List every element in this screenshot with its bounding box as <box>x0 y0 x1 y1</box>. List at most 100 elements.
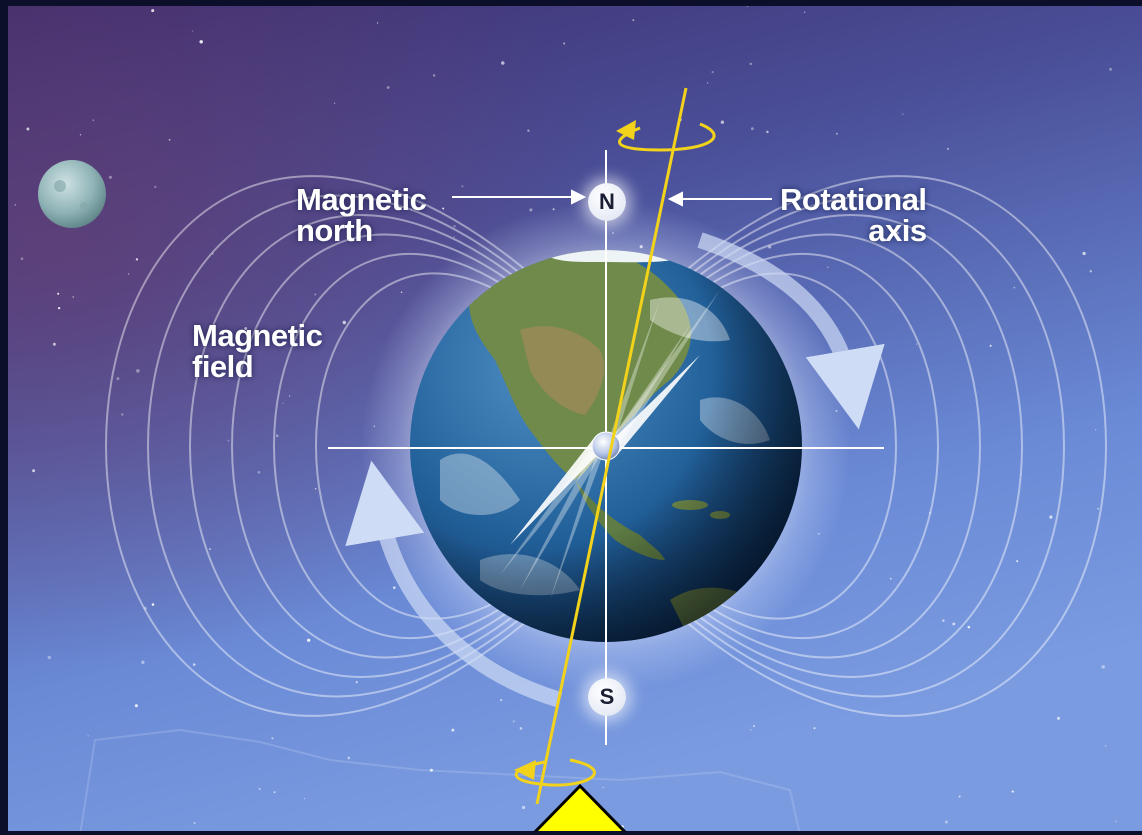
star <box>1109 67 1113 71</box>
star <box>393 586 396 589</box>
star <box>942 619 945 622</box>
star <box>1114 820 1117 823</box>
star <box>766 130 769 134</box>
star <box>168 138 171 141</box>
star <box>915 343 918 345</box>
star <box>116 377 120 381</box>
star <box>632 19 635 22</box>
star <box>889 577 892 580</box>
star <box>154 185 157 189</box>
star <box>136 369 140 373</box>
star <box>14 204 17 206</box>
star <box>813 727 816 730</box>
star <box>563 42 566 45</box>
star <box>193 821 196 825</box>
star <box>746 5 749 8</box>
star <box>258 787 261 791</box>
north-pole-marker: N <box>588 183 626 221</box>
star <box>442 207 445 210</box>
moon-icon <box>38 160 106 228</box>
star <box>749 62 752 66</box>
star <box>1013 286 1016 289</box>
star <box>1101 665 1105 669</box>
cursor-arrow <box>529 783 631 835</box>
star <box>453 236 455 238</box>
star <box>273 791 276 794</box>
star <box>376 22 379 24</box>
star <box>135 258 139 261</box>
star <box>928 511 932 515</box>
star <box>143 606 147 610</box>
star <box>386 86 390 89</box>
star <box>512 720 515 723</box>
field-line <box>605 253 940 639</box>
star <box>711 71 714 74</box>
star <box>57 292 60 295</box>
star <box>314 293 317 296</box>
star <box>706 82 709 84</box>
star <box>400 291 403 293</box>
star <box>602 786 604 789</box>
star <box>121 413 124 416</box>
star <box>836 133 838 135</box>
field-line <box>605 194 1066 698</box>
star <box>753 725 755 727</box>
field-line <box>230 233 607 659</box>
star <box>108 175 112 179</box>
star <box>429 768 433 772</box>
star <box>1011 790 1014 793</box>
star <box>768 245 772 249</box>
star <box>333 102 336 104</box>
star <box>26 127 30 131</box>
star <box>1117 3 1119 6</box>
star <box>271 737 274 740</box>
star <box>288 395 291 397</box>
star <box>20 257 24 261</box>
star <box>519 727 523 730</box>
star <box>141 660 145 664</box>
star <box>191 30 194 32</box>
star <box>1095 428 1097 431</box>
star <box>461 185 464 188</box>
star <box>989 344 992 347</box>
star <box>151 603 155 606</box>
star <box>1097 507 1100 510</box>
star <box>1049 515 1053 519</box>
map-outline <box>79 728 801 835</box>
label-pointers <box>452 189 772 207</box>
star <box>952 622 956 626</box>
field-line <box>605 214 1024 678</box>
star <box>763 1 766 4</box>
star <box>335 833 337 835</box>
field-line <box>188 214 607 678</box>
south-pole-marker: S <box>588 678 626 716</box>
star <box>451 728 455 732</box>
rotation-arrow <box>697 232 885 430</box>
star <box>303 797 306 800</box>
star <box>410 208 413 211</box>
star <box>944 820 948 824</box>
star <box>134 704 138 708</box>
star <box>307 638 311 642</box>
star <box>52 342 56 346</box>
star <box>750 127 754 131</box>
star <box>212 253 214 255</box>
star <box>902 113 904 115</box>
star <box>947 147 950 150</box>
star <box>32 469 36 473</box>
spin-arrow-top <box>618 122 716 152</box>
star <box>57 306 61 310</box>
star <box>347 756 351 760</box>
rotational-axis <box>535 87 688 805</box>
field-line <box>605 233 982 659</box>
star <box>72 296 75 298</box>
star <box>521 805 526 810</box>
star <box>432 74 436 77</box>
star <box>1089 270 1092 273</box>
star <box>275 434 279 438</box>
star <box>501 61 505 65</box>
magnetic-field-label: Magnetic field <box>192 318 323 384</box>
star <box>87 735 89 737</box>
